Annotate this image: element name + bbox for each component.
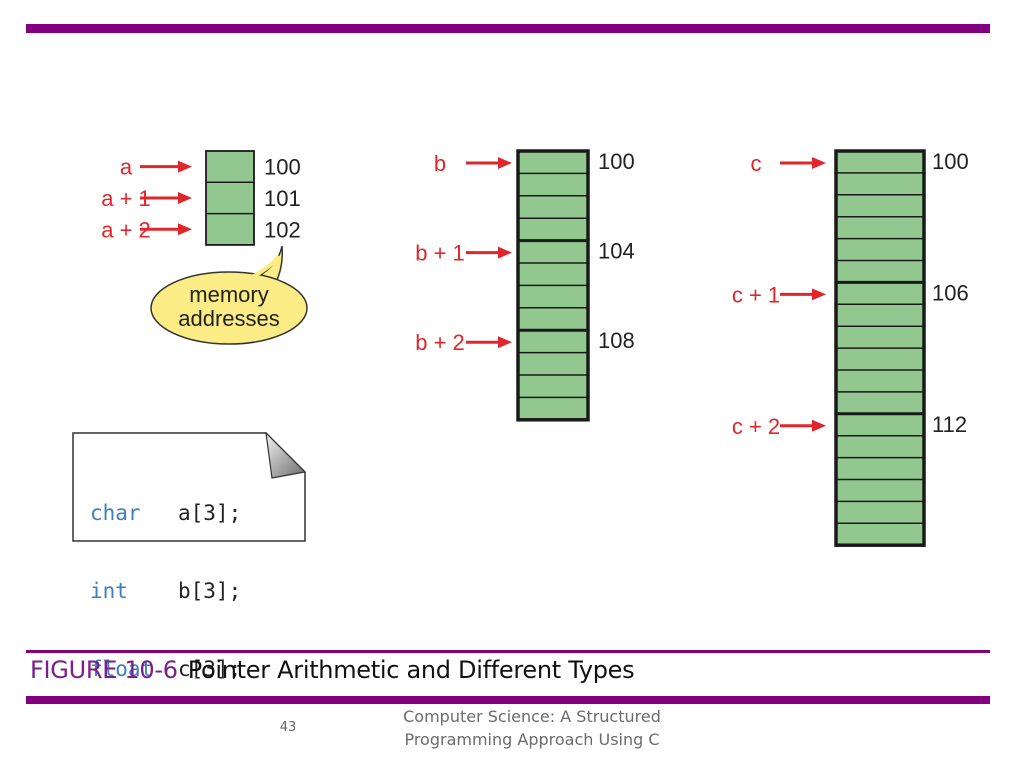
arrow-head-icon [812,419,826,432]
code-note: char a[3]; int b[3]; float c[3]; [72,432,306,681]
array-border [205,150,255,246]
arrow-head-icon [498,246,512,259]
code-declaration: c[3]; [178,657,242,681]
code-line: float c[3]; [90,656,241,682]
figure-caption: FIGURE 10-6 Pointer Arithmetic and Differ… [30,656,635,684]
memory-address-callout: memory addresses [150,245,308,345]
pointer-label: c [751,151,762,176]
bottom-accent-bar [26,696,990,704]
memory-address: 102 [264,217,301,242]
memory-array-c: c 100 c + 1 106 c + 2 112 [732,149,969,547]
caption-divider [26,650,990,653]
pointer-label: a [120,155,133,180]
code-lines: char a[3]; int b[3]; float c[3]; [90,448,241,734]
memory-address: 100 [264,155,301,180]
code-keyword: int [90,579,128,603]
code-line: int b[3]; [90,578,241,604]
array-fill [206,151,254,245]
arrow-head-icon [178,160,192,173]
arrow-head-icon [812,157,826,169]
pointer-label: b + 2 [415,330,465,355]
memory-address: 108 [598,328,635,353]
memory-address: 112 [932,412,967,437]
footer-line-1: Computer Science: A Structured [403,707,661,726]
array-border [516,149,590,422]
callout-bubble [150,271,308,345]
footer-text: Computer Science: A Structured Programmi… [372,705,692,751]
note-paper [72,432,306,542]
callout-line-2: addresses [178,306,280,331]
note-fold-icon [265,432,306,479]
code-line: char a[3]; [90,500,241,526]
arrow-head-icon [178,191,192,204]
top-accent-bar [26,24,990,33]
page-number: 43 [279,720,297,735]
memory-array-b: b 100 b + 1 104 b + 2 108 [415,149,635,422]
code-note-shape [72,432,306,542]
pointer-label: b [434,151,446,176]
code-keyword: char [90,501,141,525]
code-declaration: b[3]; [178,579,242,603]
memory-address: 106 [932,280,969,305]
figure-label: FIGURE 10-6 [30,656,178,684]
pointer-label: c + 2 [732,414,780,439]
code-declaration: a[3]; [178,501,242,525]
memory-address: 104 [598,239,635,264]
pointer-label: c + 1 [732,282,780,307]
arrow-head-icon [812,288,826,301]
callout-line-1: memory [189,282,268,307]
array-border [834,149,926,547]
memory-address: 100 [932,149,969,174]
figure-title: Pointer Arithmetic and Different Types [187,656,635,684]
code-keyword: float [90,657,154,681]
memory-address: 100 [598,149,635,174]
memory-address: 101 [264,186,301,211]
footer-line-2: Programming Approach Using C [404,730,660,749]
arrow-head-icon [498,157,512,169]
arrow-head-icon [498,336,512,349]
pointer-label: b + 1 [415,241,465,266]
arrow-head-icon [178,223,192,236]
callout-tail-join [249,254,281,280]
